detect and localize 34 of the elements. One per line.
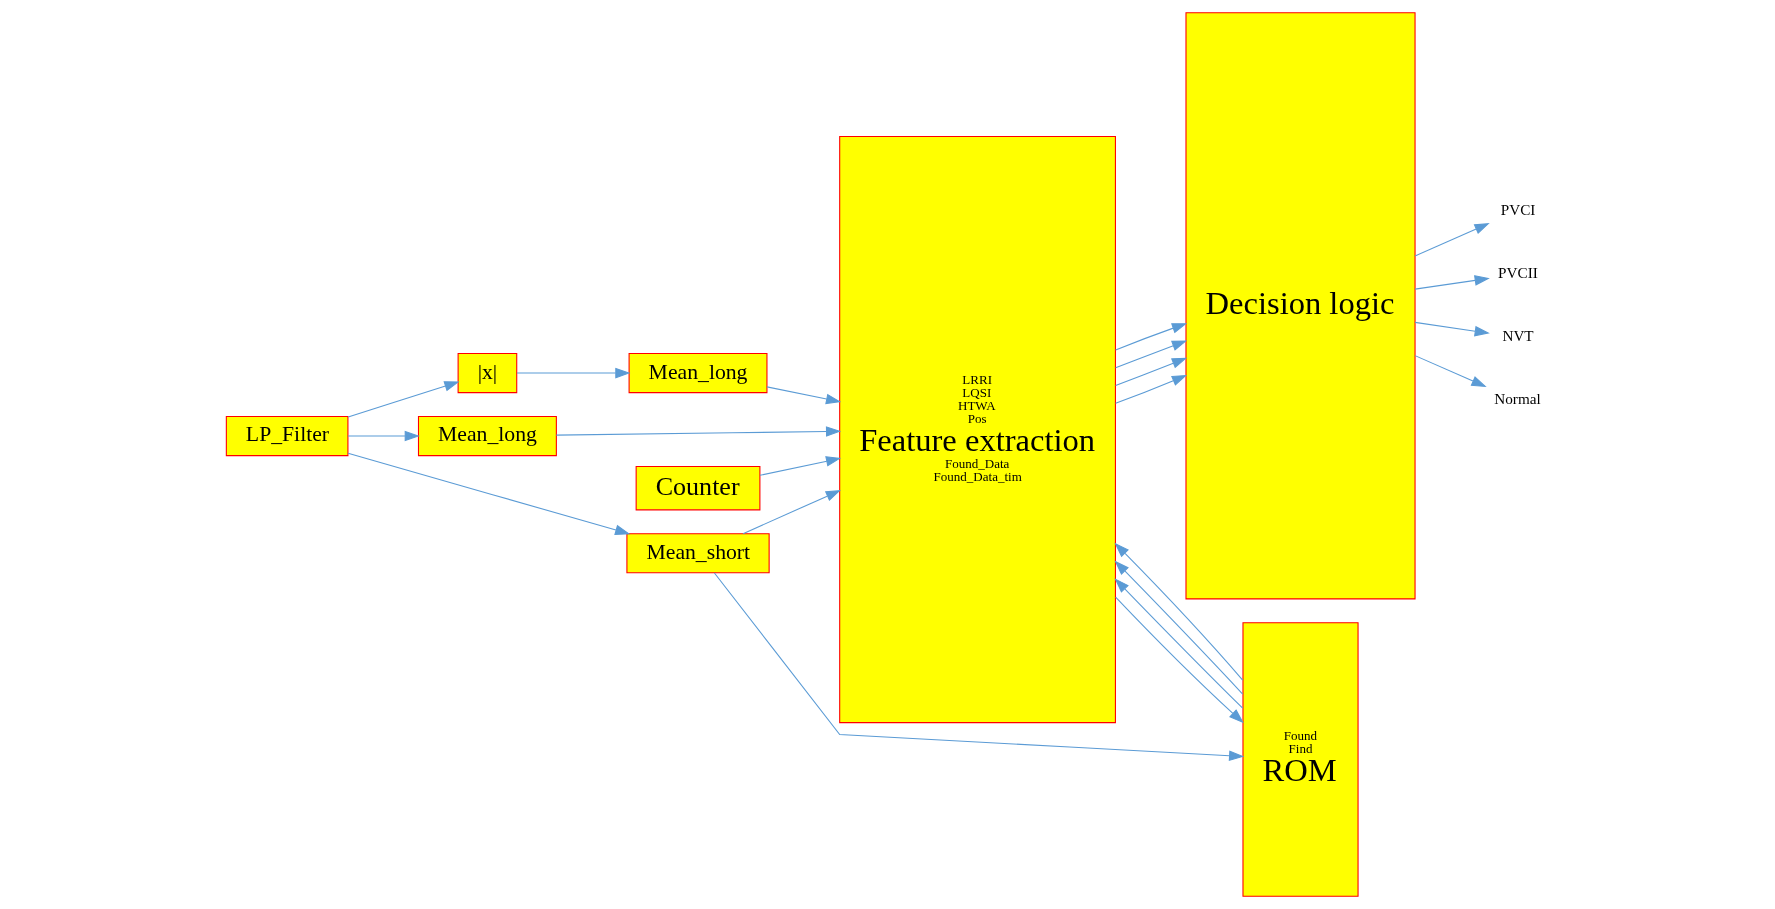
arrow [1113, 542, 1243, 681]
arrow [1414, 275, 1490, 290]
arrow [1114, 357, 1187, 387]
arrow [1114, 323, 1187, 351]
node-box: Decision logic [1184, 12, 1416, 600]
node-box: LP_Filter [225, 415, 348, 457]
arrow [516, 367, 630, 379]
arrow [347, 381, 460, 418]
node-text: PVCII [1497, 264, 1538, 282]
arrow [1113, 560, 1243, 695]
arrow [347, 430, 420, 442]
arrow [742, 490, 841, 535]
arrow [347, 452, 630, 536]
node-box: Mean_long [417, 415, 557, 457]
node-box: Found Find ROM [1241, 622, 1359, 897]
node-text: NVT [1501, 327, 1534, 345]
node-text: Normal [1493, 390, 1541, 408]
arrow [758, 456, 841, 476]
node-box: Mean_long [628, 353, 767, 394]
arrow [1414, 321, 1490, 337]
arrow [765, 386, 841, 405]
arrow [1114, 596, 1244, 724]
node-box: |x| [457, 353, 517, 394]
arrow [1414, 355, 1487, 388]
arrow [555, 426, 841, 437]
node-box: Counter [635, 465, 760, 511]
node-text: PVCI [1500, 201, 1535, 219]
node-box: LRRI LQSI HTWA Pos Feature extraction Found_Data Found_Data_tim [838, 135, 1116, 724]
arrow [1113, 578, 1243, 709]
arrow [1414, 223, 1490, 257]
node-box: Mean_short [625, 533, 770, 574]
arrow [1114, 374, 1187, 404]
arrow [713, 572, 1244, 762]
arrow [1114, 340, 1187, 369]
